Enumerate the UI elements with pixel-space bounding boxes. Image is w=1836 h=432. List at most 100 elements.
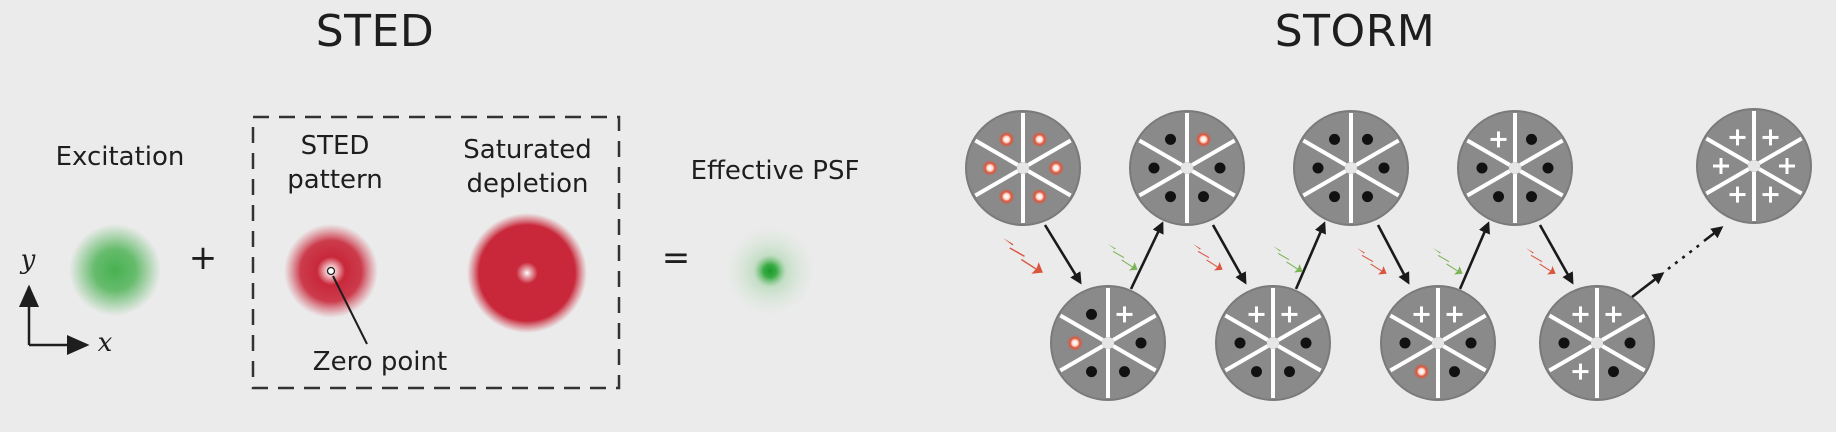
disk-divider: [1519, 138, 1564, 167]
flow-arrow: [1294, 221, 1326, 290]
disk-divider: [1059, 344, 1104, 373]
molecule-fluorescent: [982, 160, 998, 176]
disk-divider: [1705, 136, 1750, 165]
disk-divider: [974, 138, 1019, 167]
disk-divider: [1112, 313, 1157, 342]
molecule-fluorescent: [1067, 335, 1083, 351]
disk-hub: [1591, 337, 1603, 349]
molecule-dark: [1558, 337, 1570, 349]
sted-pattern-label: STED pattern: [275, 129, 395, 197]
disk-divider: [974, 169, 1019, 198]
storm-title: STORM: [1274, 6, 1436, 57]
effective-psf-spot: [724, 225, 816, 317]
disk-divider: [1758, 167, 1803, 196]
disk-divider: [1302, 138, 1347, 167]
zero-point-marker: [326, 266, 336, 276]
disk-divider: [1705, 167, 1750, 196]
activation-pulse-icon: [1357, 248, 1387, 275]
molecule-dark: [1086, 308, 1097, 320]
disk-divider: [1548, 313, 1593, 342]
molecule-dark: [1165, 191, 1176, 203]
flow-arrow: [1376, 224, 1410, 285]
molecule-dark: [1624, 337, 1636, 349]
molecule-dark: [1329, 133, 1340, 145]
zero-point-leader: [332, 275, 368, 345]
molecule-fluorescent: [1031, 131, 1048, 148]
disk-divider: [1027, 138, 1072, 167]
disk-hub: [1181, 162, 1193, 174]
molecule-dark: [1362, 133, 1373, 145]
effective-psf-label: Effective PSF: [690, 156, 860, 186]
flow-arrow: [1538, 224, 1574, 285]
molecule-dark: [1312, 162, 1324, 174]
molecule-dark: [1362, 191, 1373, 203]
excitation-spot: [69, 224, 161, 316]
disk-hub: [1748, 160, 1760, 172]
axis-x-label: x: [97, 328, 113, 358]
disk-divider: [1758, 136, 1803, 165]
readout-pulse-icon: [1108, 244, 1138, 271]
flow-arrow: [1458, 221, 1490, 290]
disk-divider: [1277, 313, 1322, 342]
molecule-fluorescent: [998, 188, 1015, 205]
molecule-dark: [1198, 191, 1209, 203]
disk-divider: [1466, 138, 1511, 167]
flow-arrow: [1129, 221, 1164, 290]
molecule-dark: [1449, 366, 1460, 378]
molecule-dark: [1329, 191, 1340, 203]
disk-divider: [1027, 169, 1072, 198]
disk-divider: [1138, 138, 1183, 167]
disk-hub: [1267, 337, 1279, 349]
saturated-label-line2: depletion: [466, 169, 589, 199]
flow-ellipsis: [1667, 241, 1703, 271]
disk-divider: [1112, 344, 1157, 373]
equals-operator: =: [661, 238, 691, 278]
molecule-dark: [1476, 162, 1488, 174]
flow-arrow-tail: [1703, 226, 1724, 243]
readout-pulse-icon: [1433, 248, 1463, 275]
plus-operator: +: [188, 238, 218, 278]
disk-divider: [1355, 138, 1400, 167]
flow-arrow: [1043, 224, 1082, 285]
molecule-dark: [1214, 162, 1226, 174]
molecule-fluorescent: [1195, 131, 1212, 148]
molecule-dark: [1234, 337, 1246, 349]
molecule-dark: [1284, 366, 1295, 378]
disk-divider: [1389, 313, 1434, 342]
disk-divider: [1224, 344, 1269, 373]
molecule-dark: [1300, 337, 1312, 349]
molecule-dark: [1251, 366, 1262, 378]
disk-divider: [1277, 344, 1322, 373]
disk-divider: [1224, 313, 1269, 342]
saturated-depletion-label: Saturated depletion: [445, 133, 610, 201]
disk-divider: [1138, 169, 1183, 198]
molecule-dark: [1542, 162, 1554, 174]
disk-divider: [1442, 313, 1487, 342]
disk-divider: [1601, 313, 1646, 342]
zero-point-label: Zero point: [312, 347, 448, 377]
molecule-fluorescent: [998, 131, 1015, 148]
saturated-label-line1: Saturated: [463, 135, 592, 165]
disk-divider: [1466, 169, 1511, 198]
molecule-fluorescent: [1048, 160, 1064, 176]
disk-divider: [1191, 169, 1236, 198]
molecule-dark: [1119, 366, 1130, 378]
molecule-dark: [1378, 162, 1390, 174]
dashed-box: [251, 115, 621, 390]
disk-divider: [1389, 344, 1434, 373]
molecule-dark: [1526, 133, 1537, 145]
sted-title: STED: [315, 6, 435, 57]
molecule-fluorescent: [1031, 188, 1048, 205]
disk-divider: [1442, 344, 1487, 373]
sted-pattern-label-line1: STED: [300, 131, 370, 161]
disk-divider: [1302, 169, 1347, 198]
disk-hub: [1509, 162, 1521, 174]
molecule-dark: [1493, 191, 1504, 203]
readout-pulse-icon: [1273, 246, 1303, 273]
activation-pulse-icon: [1526, 248, 1556, 275]
molecule-fluorescent: [1413, 363, 1430, 380]
molecule-dark: [1465, 337, 1477, 349]
disk-hub: [1345, 162, 1357, 174]
molecule-dark: [1148, 162, 1160, 174]
